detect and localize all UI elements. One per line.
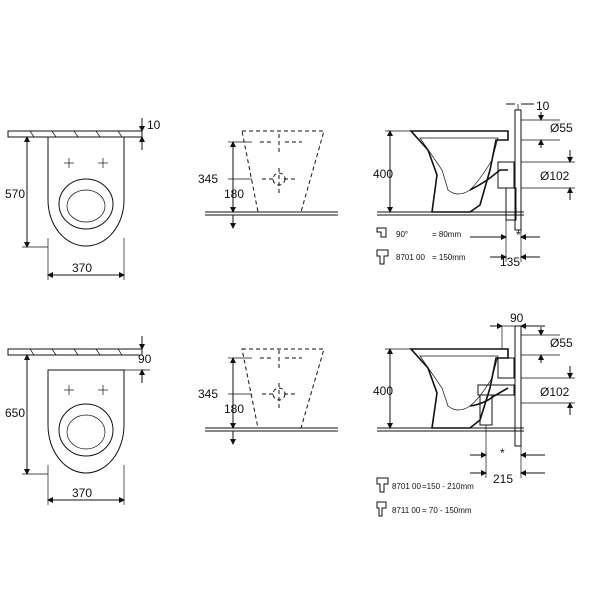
- svg-text:8711 00: 8711 00: [392, 506, 421, 515]
- height-a-label: 345: [198, 387, 218, 401]
- height-a-label: 345: [198, 172, 218, 186]
- side-view-2: 345 180: [198, 348, 338, 445]
- connector-icon: [376, 477, 389, 493]
- bowl-rim: [58, 403, 114, 457]
- bowl-inner: [66, 189, 106, 223]
- section-view-2: 400 90 Ø55 Ø102 215 * 8701 00 =150 - 210…: [373, 311, 575, 517]
- connector-icon: [376, 249, 389, 265]
- star-note: *: [500, 446, 505, 460]
- wall-plate: [7, 348, 143, 356]
- star-note: *: [516, 228, 521, 242]
- diameter-2-label: Ø102: [540, 169, 570, 183]
- trap: [469, 169, 508, 191]
- diameter-2-label: Ø102: [540, 385, 570, 399]
- pan-connector: [477, 384, 515, 396]
- bowl-section: [409, 130, 509, 213]
- bowl-section: [409, 348, 509, 429]
- width-label: 370: [72, 261, 92, 275]
- svg-text:8701 00: 8701 00: [392, 482, 421, 491]
- offset-label: 215: [493, 472, 513, 486]
- gap-label: 90: [510, 311, 524, 325]
- legend-item-1: 8701 00 =150 - 210mm: [376, 477, 474, 493]
- wall-gap-label: 10: [147, 118, 161, 132]
- wall-gap-label: 90: [138, 352, 152, 366]
- plate-hatch: [29, 130, 123, 138]
- svg-text:= 150mm: = 150mm: [432, 253, 466, 262]
- connector-icon: [376, 501, 387, 517]
- plate-hatch: [29, 348, 123, 356]
- depth-label: 570: [5, 187, 25, 201]
- pan-connector: [497, 161, 515, 189]
- fixing-marks: [64, 158, 108, 168]
- legend-item-1: 90° = 80mm: [376, 227, 461, 239]
- svg-text:=150 - 210mm: =150 - 210mm: [422, 482, 474, 491]
- wall-plate: [7, 130, 143, 138]
- offset-label: 135: [500, 255, 520, 269]
- tank-outline-dashed: [241, 130, 325, 213]
- svg-text:= 80mm: = 80mm: [432, 230, 461, 239]
- legend-item-2: 8701 00 = 150mm: [376, 249, 466, 265]
- height-label: 400: [373, 384, 393, 398]
- side-view-1: 345 180: [198, 130, 338, 229]
- width-label: 370: [72, 486, 92, 500]
- section-view-1: 400 10 Ø55 Ø102 135 * 90° = 80mm: [373, 99, 575, 269]
- bowl-outline: [47, 137, 125, 247]
- fixing-marks: [64, 385, 108, 395]
- top-view-2: 650 370 90: [5, 336, 152, 505]
- diameter-1-label: Ø55: [550, 336, 573, 350]
- bowl-outline: [47, 369, 125, 474]
- trap: [469, 387, 509, 407]
- height-b-label: 180: [224, 187, 244, 201]
- fixing-holes: [260, 134, 302, 194]
- depth-label: 650: [5, 406, 25, 420]
- top-view-1: 570 370 10: [5, 118, 161, 280]
- svg-text:8701 00: 8701 00: [396, 253, 425, 262]
- diameter-1-label: Ø55: [550, 121, 573, 135]
- height-b-label: 180: [224, 402, 244, 416]
- elbow-icon: [376, 227, 387, 238]
- legend-item-2: 8711 00 = 70 - 150mm: [376, 501, 472, 517]
- height-label: 400: [373, 167, 393, 181]
- bowl-inner: [66, 414, 106, 450]
- fixing-holes: [260, 350, 302, 409]
- bowl-rim: [58, 178, 114, 230]
- tank-outline-dashed: [241, 348, 325, 429]
- svg-text:90°: 90°: [396, 230, 408, 239]
- gap-label: 10: [536, 99, 550, 113]
- svg-text:= 70 - 150mm: = 70 - 150mm: [422, 506, 472, 515]
